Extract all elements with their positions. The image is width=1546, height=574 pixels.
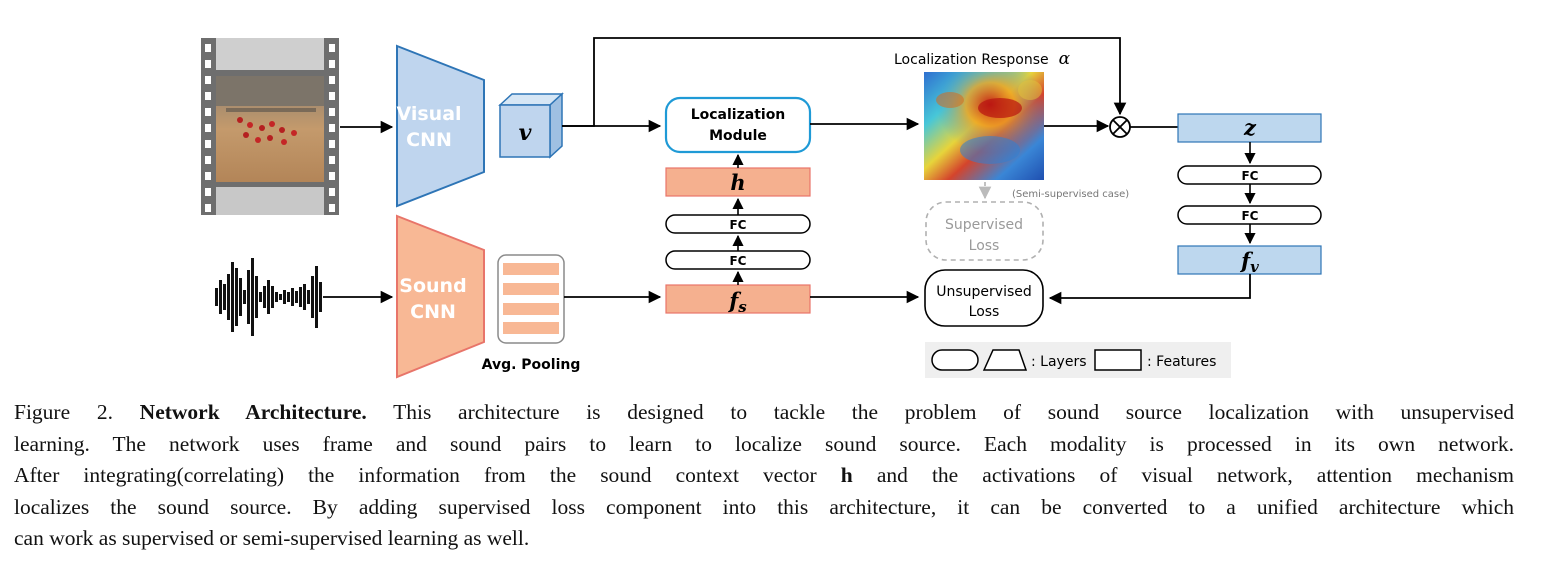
fc-layer-visual-lower: FC <box>1177 205 1322 225</box>
unsupervised-loss-line2: Loss <box>969 304 1000 320</box>
unsupervised-loss-block: Unsupervised Loss <box>924 269 1044 327</box>
network-architecture-diagram: Visual CNN Sound CNN v Avg. Pooling Loca… <box>201 37 1322 379</box>
supervised-loss-block: Supervised Loss <box>925 201 1044 261</box>
legend-layers-label: : Layers <box>1031 354 1087 370</box>
localization-module-line2: Module <box>709 128 767 144</box>
fc-layer-sound-lower: FC <box>665 250 811 270</box>
supervised-loss-line1: Supervised <box>945 217 1023 233</box>
unsupervised-loss-line1: Unsupervised <box>936 284 1032 300</box>
h-feature: h <box>665 167 811 197</box>
fc-label: FC <box>729 254 746 268</box>
fs-feature-sub: s <box>738 298 747 316</box>
v-feature-cube: v <box>498 92 564 159</box>
caption-line-3: After integrating(correlating) the infor… <box>14 460 1514 492</box>
caption-line-5: can work as supervised or semi-supervise… <box>14 526 530 550</box>
legend-features-label: : Features <box>1147 354 1216 370</box>
arrow-fv-to-unsupervised-loss <box>1048 274 1251 305</box>
caption-line-1: Figure 2. Network Architecture. This arc… <box>14 397 1514 429</box>
z-feature: z <box>1177 113 1322 143</box>
multiply-operator-icon <box>1109 116 1131 138</box>
h-feature-label: h <box>730 170 745 195</box>
caption-line3-a: After integrating(correlating) the infor… <box>14 463 817 487</box>
v-feature-label: v <box>519 120 532 146</box>
legend: : Layers : Features <box>925 342 1231 378</box>
fc-layer-visual-upper: FC <box>1177 165 1322 185</box>
sound-cnn-label-line1: Sound <box>399 275 466 297</box>
legend-feature-icon <box>1094 349 1142 371</box>
semi-supervised-note: (Semi-supervised case) <box>1012 189 1129 200</box>
localization-response-label: Localization Response <box>894 52 1049 68</box>
sound-cnn-block: Sound CNN <box>396 214 485 379</box>
caption-line-4: localizes the sound source. By adding su… <box>14 494 1514 519</box>
caption-figure-label: Figure 2. <box>14 400 113 424</box>
fc-label: FC <box>1241 209 1258 223</box>
fv-feature: fv <box>1177 245 1322 276</box>
z-feature-label: z <box>1243 115 1257 140</box>
caption-line1-rest: This architecture is designed to tackle … <box>393 400 1514 424</box>
sound-cnn-label-line2: CNN <box>410 301 456 323</box>
film-sprocket-holes <box>205 44 335 212</box>
avg-pooling-label: Avg. Pooling <box>482 357 581 373</box>
caption-h-symbol: h <box>840 463 853 487</box>
alpha-symbol: α <box>1059 49 1071 69</box>
visual-cnn-block: Visual CNN <box>396 44 485 208</box>
legend-layer-rounded-icon <box>931 349 979 371</box>
visual-cnn-label-line1: Visual <box>396 103 461 125</box>
caption-title: Network Architecture. <box>139 400 367 424</box>
audio-waveform <box>215 258 322 336</box>
fc-label: FC <box>729 218 746 232</box>
fs-feature: fs <box>665 284 811 316</box>
figure-caption: Figure 2. Network Architecture. This arc… <box>14 397 1514 555</box>
fv-feature-sub: v <box>1250 258 1259 276</box>
localization-module: Localization Module <box>664 96 812 154</box>
caption-line-2: learning. The network uses frame and sou… <box>14 431 1514 456</box>
crowd-scene-image <box>216 76 324 145</box>
avg-pooling-block: Avg. Pooling <box>482 254 581 373</box>
fc-layer-sound-upper: FC <box>665 214 811 234</box>
caption-line3-b: and the activations of visual network, a… <box>876 463 1515 487</box>
video-frames-filmstrip <box>201 38 339 215</box>
legend-layer-trapezoid-icon <box>982 349 1028 371</box>
supervised-loss-line2: Loss <box>969 238 1000 254</box>
visual-cnn-label-line2: CNN <box>406 129 452 151</box>
localization-module-line1: Localization <box>691 107 786 123</box>
localization-response-heatmap <box>924 72 1044 180</box>
fc-label: FC <box>1241 169 1258 183</box>
